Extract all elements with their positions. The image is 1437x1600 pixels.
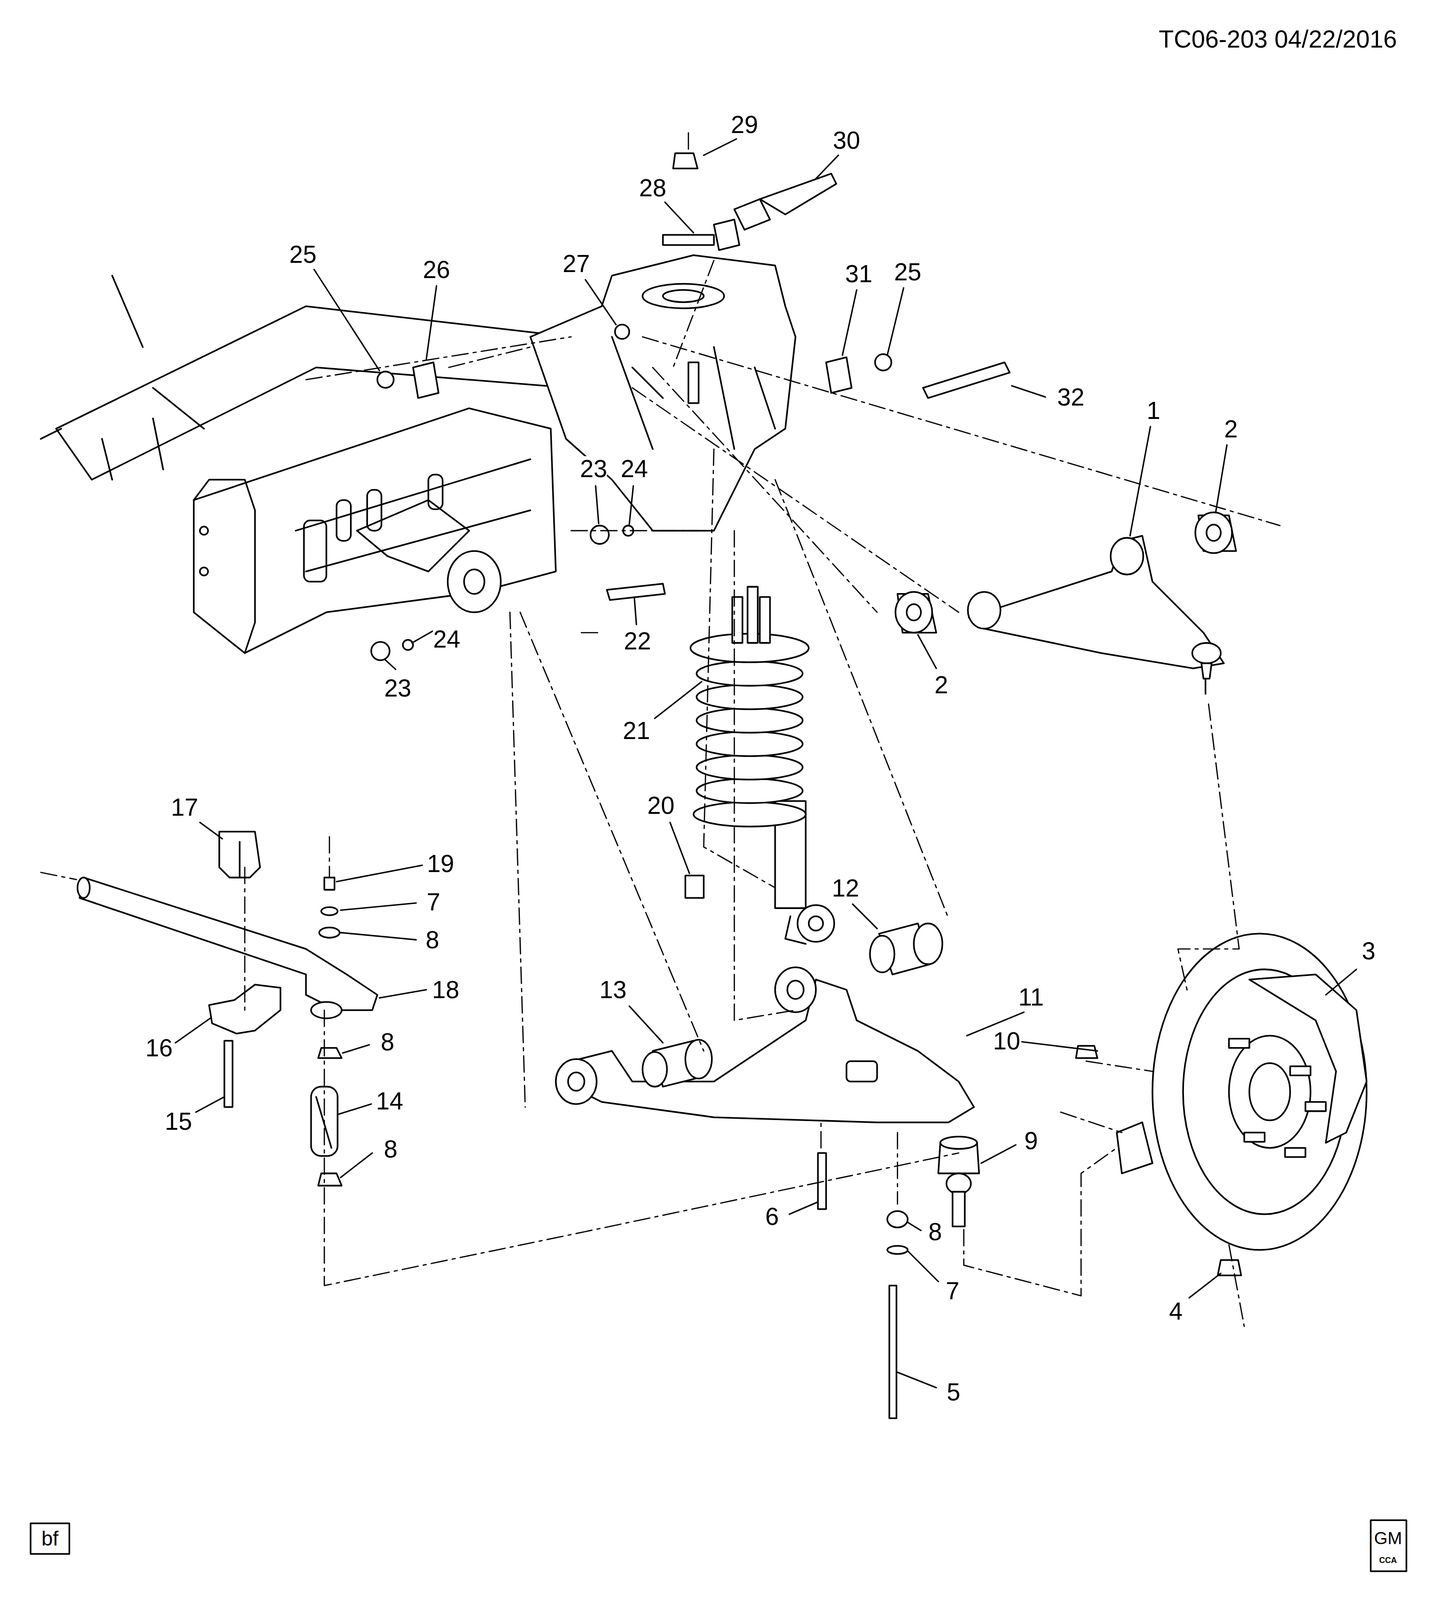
- callout-number: 8: [380, 1029, 395, 1054]
- callout-number: 27: [562, 250, 590, 276]
- callout-number: 25: [289, 241, 317, 266]
- callout-number: 21: [622, 718, 651, 743]
- callout-number: 16: [145, 1035, 173, 1060]
- callout-number: 26: [422, 257, 451, 282]
- fastener: [371, 153, 1242, 1419]
- corner-box: [30, 1522, 70, 1554]
- callout-number: 7: [945, 1277, 960, 1303]
- leader-line: [175, 138, 1357, 1388]
- callout-number: 10: [992, 1027, 1021, 1053]
- spring-tower: [530, 255, 796, 531]
- callout-number: 31: [845, 260, 873, 286]
- callout-number: 23: [579, 455, 608, 481]
- lower-control-arm: [555, 966, 975, 1123]
- callout-number: 2: [934, 672, 948, 697]
- callout-number: 18: [432, 977, 460, 1002]
- callout-number: 23: [384, 675, 412, 700]
- callout-number: 7: [426, 889, 441, 914]
- callout-number: 29: [730, 112, 759, 137]
- corner-mark: bf: [41, 1527, 59, 1549]
- callout-number: 5: [946, 1378, 961, 1404]
- callout-number: 6: [765, 1203, 779, 1228]
- callout-number: 20: [647, 792, 675, 817]
- knuckle-rotor: [1116, 933, 1367, 1250]
- coil-over-shock: [690, 586, 834, 944]
- callout-number: 8: [425, 927, 440, 952]
- stabilizer-bar: [77, 831, 378, 1185]
- assembly-guide: [40, 132, 1281, 1327]
- callout-number: 25: [893, 259, 922, 284]
- callout-number: 32: [1057, 384, 1085, 410]
- bushing: [895, 512, 1237, 633]
- callout-number: 24: [620, 455, 648, 481]
- callout-number: 13: [599, 977, 627, 1002]
- callout-number: 8: [383, 1135, 398, 1161]
- logo-box: [1370, 1519, 1407, 1571]
- callout-number: 8: [928, 1218, 942, 1244]
- callout-number: 15: [164, 1108, 193, 1134]
- callout-number: 30: [833, 127, 861, 152]
- upper-control-arm: [967, 535, 1224, 694]
- callout-number: 14: [375, 1088, 404, 1113]
- callout-number: 1: [1146, 397, 1160, 423]
- callout-number: 3: [1361, 938, 1376, 963]
- callout-number: 28: [639, 175, 667, 200]
- corner-mark: CCA: [1379, 1556, 1397, 1565]
- callout-number: 22: [623, 628, 652, 653]
- drawing-id: TC06-203 04/22/2016: [1159, 26, 1398, 51]
- callout-number: 4: [1169, 1298, 1183, 1323]
- callout-number: 24: [433, 626, 461, 651]
- callout-number: 17: [170, 794, 199, 820]
- corner-mark: GM: [1374, 1529, 1402, 1547]
- bushing: [642, 923, 942, 1087]
- callout-number: 11: [1018, 984, 1044, 1009]
- callout-number: 2: [1224, 416, 1238, 441]
- callout-number: 12: [831, 875, 859, 900]
- callout-number: 9: [1024, 1128, 1038, 1153]
- frame-rail: [40, 275, 572, 653]
- ball-joint: [938, 1136, 979, 1226]
- callout-number: 19: [427, 850, 455, 876]
